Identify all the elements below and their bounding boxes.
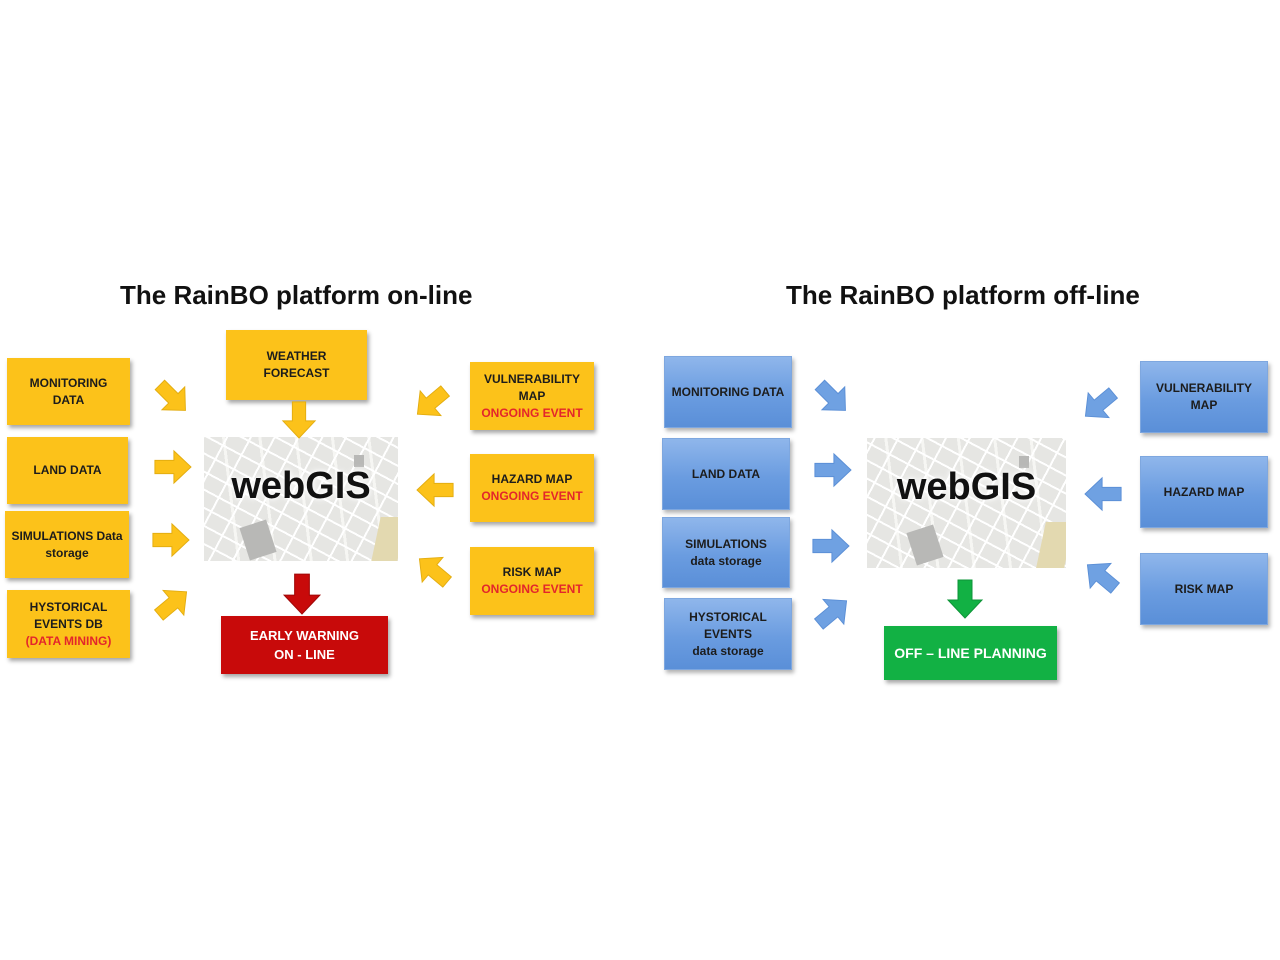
arrow-icon <box>418 556 453 588</box>
online-input-simulations: SIMULATIONS Data storage <box>5 511 129 578</box>
offline-webgis-map: webGIS <box>867 438 1066 568</box>
box-line: VULNERABILITY <box>1156 381 1252 395</box>
box-line: HAZARD MAP <box>491 472 573 486</box>
box-line: RISK MAP <box>502 565 562 579</box>
box-line: MONITORING DATA <box>671 384 785 399</box>
online-input-land-data: LAND DATA <box>7 437 128 504</box>
offline-input-land-data: LAND DATA <box>662 438 790 510</box>
box-line: HYSTORICAL <box>29 599 108 614</box>
box-highlight: ONGOING EVENT <box>481 582 583 596</box>
arrow-icon <box>152 522 190 558</box>
box-line: OFF – LINE PLANNING <box>894 644 1047 661</box>
arrow-icon <box>1084 476 1122 512</box>
offline-input-historical-events: HYSTORICAL EVENTS data storage <box>664 598 792 670</box>
online-input-historical-events: HYSTORICAL EVENTS DB (DATA MINING) <box>7 590 130 658</box>
box-line: HAZARD MAP <box>1163 484 1245 499</box>
webgis-label: webGIS <box>231 465 371 507</box>
online-output-early-warning: EARLY WARNING ON - LINE <box>221 616 388 674</box>
arrow-icon <box>812 528 850 564</box>
box-line: MAP <box>518 388 546 403</box>
box-line: MONITORING <box>29 375 108 390</box>
offline-input-hazard-map: HAZARD MAP <box>1140 456 1268 528</box>
box-highlight: ONGOING EVENT <box>481 405 583 420</box>
box-line: DATA <box>52 392 85 407</box>
box-line: HYSTORICAL <box>689 609 767 624</box>
box-line: WEATHER FORECAST <box>263 349 330 380</box>
online-input-weather-forecast: WEATHER FORECAST <box>226 330 367 400</box>
box-line: RISK MAP <box>1174 581 1234 596</box>
online-input-monitoring-data: MONITORING DATA <box>7 358 130 425</box>
map-block <box>1019 456 1029 468</box>
arrow-icon <box>154 449 192 485</box>
online-title: The RainBO platform on-line <box>120 280 473 310</box>
arrow-icon <box>281 401 317 439</box>
box-line: LAND DATA <box>691 466 761 481</box>
box-highlight: ONGOING EVENT <box>481 489 583 503</box>
offline-input-monitoring-data: MONITORING DATA <box>664 356 792 428</box>
box-line: data storage <box>692 643 764 658</box>
online-webgis-map: webGIS <box>204 437 398 561</box>
arrow-icon <box>946 579 984 619</box>
arrow-icon <box>813 598 848 630</box>
box-line: data storage <box>690 553 762 568</box>
box-highlight: (DATA MINING) <box>25 633 112 648</box>
arrow-icon <box>416 472 454 508</box>
online-input-risk-map: RISK MAP ONGOING EVENT <box>470 547 594 615</box>
arrow-icon <box>153 589 188 621</box>
box-line: LAND DATA <box>33 463 102 477</box>
map-block <box>354 455 364 467</box>
arrow-icon <box>814 379 846 411</box>
arrow-icon <box>154 379 186 411</box>
arrow-icon <box>1086 562 1121 594</box>
online-arrows <box>152 379 454 621</box>
offline-output-planning: OFF – LINE PLANNING <box>884 626 1057 680</box>
box-line: VULNERABILITY <box>484 371 580 386</box>
box-line: EARLY WARNING <box>249 628 360 643</box>
arrow-icon <box>282 573 322 615</box>
box-line: storage <box>45 545 89 560</box>
offline-input-risk-map: RISK MAP <box>1140 553 1268 625</box>
box-line: SIMULATIONS Data <box>11 528 123 543</box>
webgis-label: webGIS <box>896 466 1037 508</box>
box-line: MAP <box>1190 398 1218 412</box>
online-input-vulnerability-map: VULNERABILITY MAP ONGOING EVENT <box>470 362 594 430</box>
offline-input-simulations: SIMULATIONS data storage <box>662 517 790 588</box>
box-line: EVENTS DB <box>34 616 103 631</box>
offline-arrows <box>812 379 1122 630</box>
box-line: ON - LINE <box>274 647 335 662</box>
offline-input-vulnerability-map: VULNERABILITY MAP <box>1140 361 1268 433</box>
box-line: EVENTS <box>703 626 752 641</box>
offline-title: The RainBO platform off-line <box>786 280 1140 310</box>
arrow-icon <box>814 452 852 488</box>
arrow-icon <box>416 385 451 417</box>
arrow-icon <box>1084 387 1119 419</box>
box-line: SIMULATIONS <box>685 536 767 551</box>
online-input-hazard-map: HAZARD MAP ONGOING EVENT <box>470 454 594 522</box>
